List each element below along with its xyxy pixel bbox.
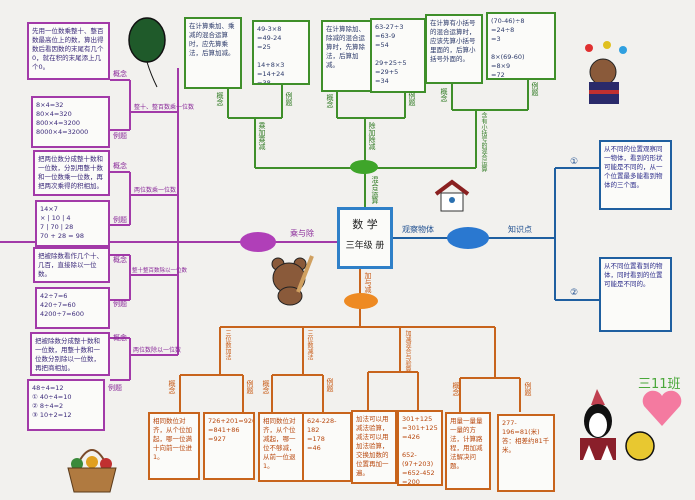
bottom-concept-label-1: 概念 <box>168 380 176 394</box>
balloon-icon <box>128 17 166 88</box>
left-example-label-3: 例题 <box>113 300 127 308</box>
bottom-node <box>344 293 378 309</box>
top-example-label-2: 例题 <box>408 92 416 106</box>
bottom-concept-2: 相同数位对齐，从个位减起，哪一位不够减，从前一位退1。 <box>258 412 306 482</box>
left-example-label-2: 例题 <box>113 216 127 224</box>
class-label: 三11班 <box>638 377 681 392</box>
bottom-topic-3: 加减混合与验算 <box>404 330 411 372</box>
center-title: 数 学 <box>352 218 378 231</box>
left-topic-1: 整十、整百数乘一位数 <box>134 104 195 111</box>
bottom-example-label-2: 例题 <box>326 378 334 392</box>
bear-in-hat-icon <box>585 41 627 104</box>
bottom-topic-2: 三位数减法 <box>306 330 313 360</box>
bottom-example-3: 301+125 =301+125 =426 652-(97+203) =652-… <box>397 410 443 486</box>
right-marker-2: ② <box>570 288 579 298</box>
left-topic-4: 两位数除以一位数 <box>133 347 182 354</box>
top-example-1: 49-3×8 =49-24 =25 14+8×3 =14+24 =38 <box>252 20 310 85</box>
right-point-2: 从不同位置看到的物体，同时看到的位置可能是不同的。 <box>599 257 672 332</box>
top-node <box>350 160 378 174</box>
left-concept-4: 把被除数分成整十数和一位数，用整十数和一位数分别除以一位数，再把商相加。 <box>30 332 110 376</box>
top-example-label-3: 例题 <box>531 82 539 96</box>
top-example-label-1: 例题 <box>285 92 293 106</box>
top-concept-label-3: 概念 <box>440 88 448 102</box>
left-topic-3: 整十整百数除以一位数 <box>132 268 188 274</box>
bottom-example-1: 726+201=926 =841+86 =927 <box>203 412 255 480</box>
heart-icon <box>642 390 682 426</box>
left-concept-2: 把两位数分成整十数和一位数，分别用整十数和一位数乘一位数，再把两次乘得的积相加。 <box>33 150 110 196</box>
right-node <box>447 227 489 249</box>
top-topic-2: 除加除减 <box>368 122 376 150</box>
bottom-concept-3: 加法可以用减法验算，减法可以用加法验算，交换加数的位置再加一遍。 <box>351 410 397 484</box>
top-concept-3: 在计算有小括号的混合运算时，应该先算小括号里面的，后算小括号外面的。 <box>425 14 483 84</box>
left-topic-2: 两位数乘一位数 <box>134 187 177 194</box>
top-concept-label-1: 概念 <box>216 92 224 106</box>
left-example-4: 48÷4=12 ① 40÷4=10 ② 8÷4=2 ③ 10+2=12 <box>27 379 105 431</box>
right-branch-label: 观察物体 <box>402 225 434 234</box>
left-example-3: 42÷7=6 420÷7=60 4200÷7=600 <box>35 287 110 329</box>
top-concept-label-2: 概念 <box>326 94 334 108</box>
left-branch-label: 乘与除 <box>290 229 314 238</box>
left-node <box>240 232 276 252</box>
bottom-example-label-1: 例题 <box>246 380 254 394</box>
bottom-concept-1: 相同数位对齐，从个位加起，哪一位满十向前一位进1。 <box>148 412 200 480</box>
top-concept-2: 在计算除加、除减的混合运算时，先算除法，后算加减。 <box>321 20 375 92</box>
top-branch-label: 混合运算 <box>371 176 379 204</box>
left-concept-1: 先用一位数乘整十、整百数最高位上的数，算出得数后看因数的末尾有几个0，就在积的末… <box>27 22 110 80</box>
bottom-concept-label-2: 概念 <box>262 380 270 394</box>
right-point-1: 从不同的位置观察同一物体，看到的形状可能是不同的，从一个位置最多能看到物体的三个… <box>599 140 672 210</box>
left-example-1: 8×4=32 80×4=320 800×4=3200 8000×4=32000 <box>31 96 110 148</box>
right-sub-label: 知识点 <box>508 225 532 234</box>
left-concept-label-1: 概念 <box>113 70 127 78</box>
left-concept-label-4: 概念 <box>113 334 127 342</box>
right-marker-1: ① <box>570 157 579 167</box>
left-concept-label-3: 概念 <box>113 256 127 264</box>
bear-icon <box>271 255 314 306</box>
bottom-extra-2: 277-196=81(米) 答：相差约81千米。 <box>497 414 555 492</box>
top-topic-3: 含有小括号的混合运算 <box>480 112 487 172</box>
top-example-2: 63-27÷3 =63-9 =54 29+25÷5 =29+5 =34 <box>370 18 426 93</box>
bottom-example-2: 624-228-182 =178 =46 <box>302 412 352 482</box>
left-example-label-4: 例题 <box>108 384 122 392</box>
left-example-2: 14×7 × | 10 | 4 7 | 70 | 28 70 + 28 = 98 <box>35 200 110 247</box>
fruit-basket-icon <box>67 449 117 493</box>
left-concept-3: 把被除数看作几个十、几百，直接除以一位数。 <box>33 247 110 283</box>
penguin-icon <box>580 389 655 461</box>
left-example-label-1: 例题 <box>113 132 127 140</box>
top-concept-1: 在计算乘加、乘减的混合运算时，应先算乘法，后算加减。 <box>184 17 242 89</box>
bottom-concept-label-3: 概念 <box>452 382 460 396</box>
left-concept-label-2: 概念 <box>113 162 127 170</box>
center-title-box: 数 学 三年级 册 <box>337 207 393 269</box>
center-subtitle: 三年级 册 <box>345 241 385 251</box>
bottom-extra-1: 用量一量量一量的方法，计算路程，用加减法解决问题。 <box>445 412 491 490</box>
top-example-3: (70-46)÷8 =24÷8 =3 8×(69-60) =8×9 =72 <box>486 12 556 80</box>
bottom-topic-1: 三位数加法 <box>224 330 231 360</box>
house-icon <box>434 179 470 212</box>
bottom-branch-label: 加与减 <box>364 272 372 293</box>
top-topic-1: 乘加乘减 <box>258 122 266 150</box>
bottom-example-label-3: 例题 <box>524 382 532 396</box>
